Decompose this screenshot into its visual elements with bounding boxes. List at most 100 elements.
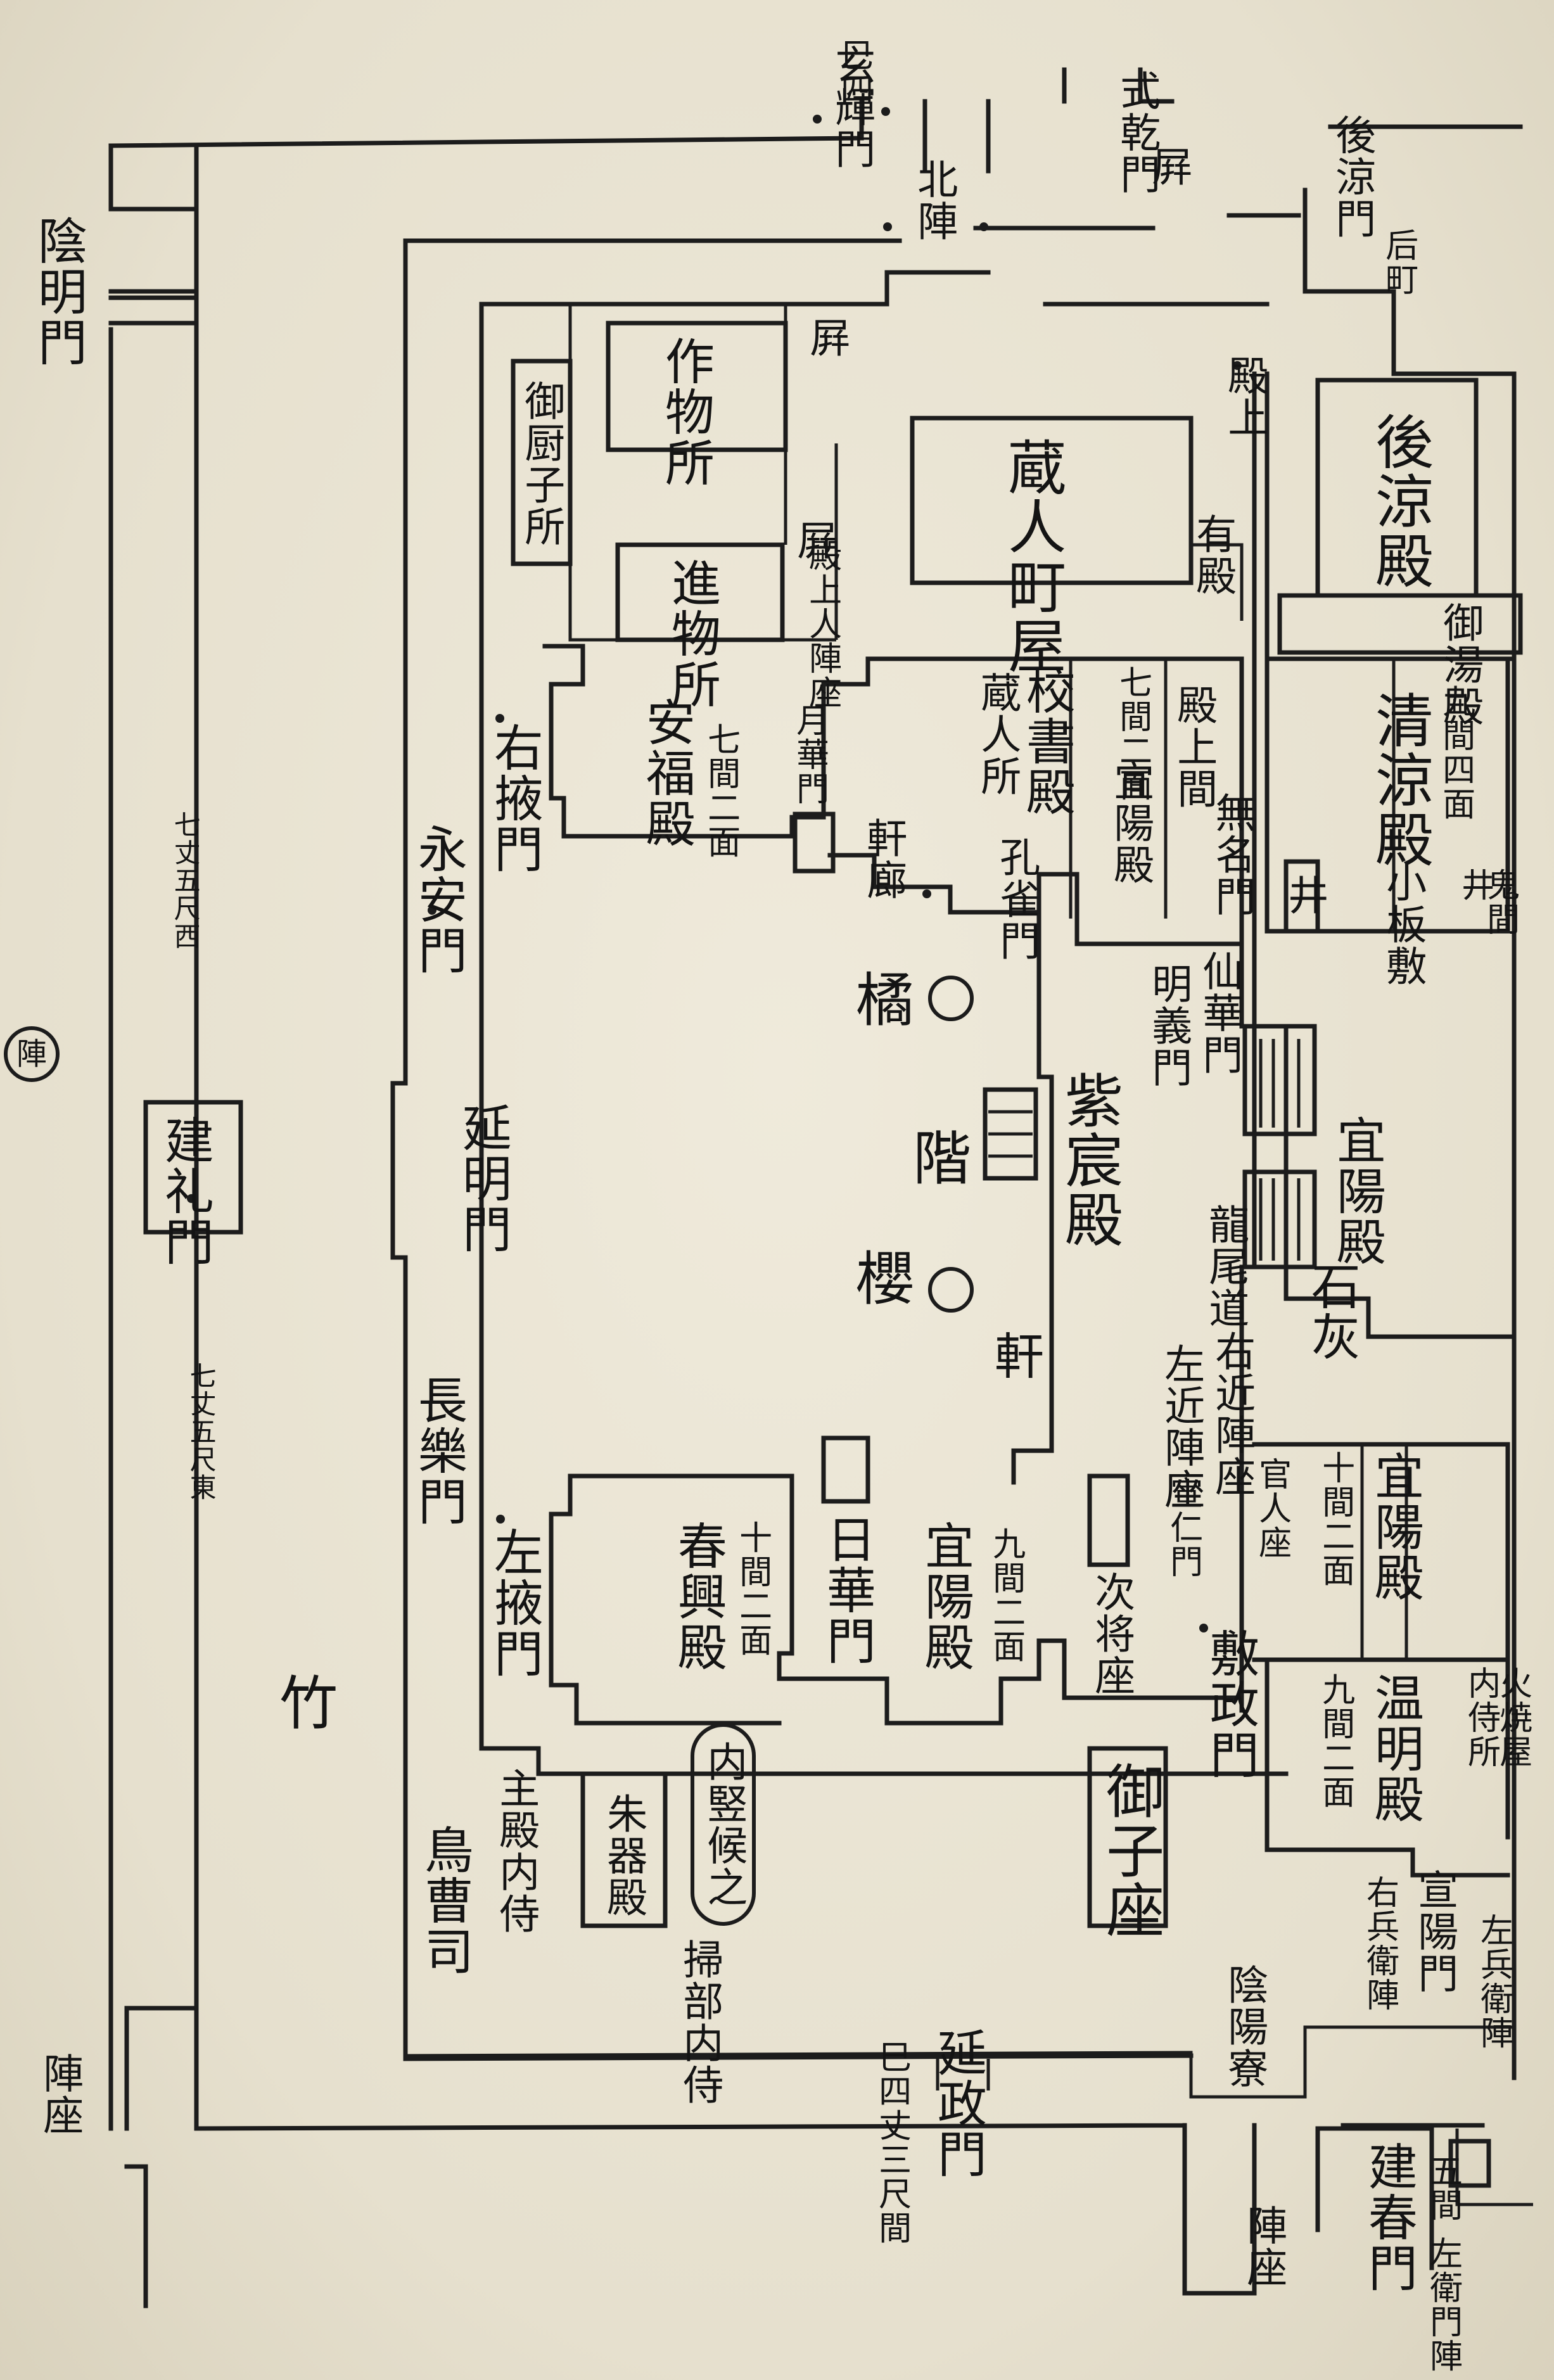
eian-gate-label: 永安門 <box>409 824 467 976</box>
inmei-gate <box>108 295 199 326</box>
senyoden-inner <box>1360 1444 1408 1660</box>
east-stair-lines <box>1259 1039 1301 1261</box>
se-gate-block <box>1315 2126 1434 2270</box>
choraku-gate-label: 長樂門 <box>409 1375 467 1527</box>
ukon-jinza-label: 右近陣座 <box>1208 1330 1256 1498</box>
keiga-gate-label: 孔雀門 <box>993 836 1040 962</box>
senyo-gate-label: 宣陽門 <box>1411 1869 1458 1994</box>
tenjonoma-label: 殿上間 <box>1170 684 1218 810</box>
byobu-label-2: 屛 <box>790 519 838 561</box>
nokiba-label: 軒廊 <box>860 817 907 901</box>
inner-wall-south <box>405 2025 1514 2099</box>
sakura-label: 櫻 <box>846 1248 914 1308</box>
ido-label: 井 <box>1281 874 1328 916</box>
kurodo-machiya-note: 殿上人陣座 <box>803 538 841 710</box>
kansho-label: 官人座 <box>1252 1457 1291 1560</box>
seiryoden-outline <box>1264 371 1517 934</box>
naiji-label: 陰陽寮 <box>1221 1964 1268 2089</box>
kokiden-label: 後涼殿 <box>1365 412 1434 590</box>
ryuen-label: 龍尾道 <box>1202 1204 1249 1329</box>
inmei-gate-label: 陰明門 <box>29 215 87 367</box>
ido-note: 井 <box>1455 868 1494 902</box>
anpukuden-note: 七間二面 <box>701 722 740 859</box>
inner-wall-north <box>403 213 1301 243</box>
onmeiden-note: 九間二面 <box>1316 1672 1354 1809</box>
outer-wall-west <box>108 143 199 2131</box>
ensei-gate <box>936 2059 990 2090</box>
shunkoden-label: 春興殿 <box>669 1520 727 1672</box>
kokiden-wall <box>1315 378 1479 598</box>
sakura-ring <box>928 1267 974 1313</box>
shishinden-east <box>1239 941 1517 1339</box>
court-north <box>479 270 1270 307</box>
kotoden-label: 校書殿 <box>1017 665 1075 817</box>
east-stair-2 <box>1242 1169 1317 1270</box>
gekka-gate-box <box>793 811 836 874</box>
anpukuden-label: 安福殿 <box>637 697 695 849</box>
sakon-jinza-note: 宣仁門 <box>1164 1476 1202 1579</box>
kaidan-steps <box>988 1110 1033 1158</box>
marker-dot <box>883 222 892 231</box>
inner-wall-west <box>390 238 1194 2061</box>
ushori-gate-label: 右掖門 <box>485 722 543 874</box>
tachibana-ring <box>928 976 974 1021</box>
sakuhyoe-label: 左兵衛陣 <box>1474 1913 1513 2050</box>
marker-dot <box>428 906 436 915</box>
sw-gate-block <box>124 2006 199 2308</box>
seiryoden-label: 清涼殿 <box>1365 690 1434 869</box>
tachibana-label: 橘 <box>846 969 914 1029</box>
outer-wall-south <box>194 2123 1485 2296</box>
se-jinza-label: 陣座 <box>1240 2205 1287 2288</box>
naigei-label: 内竪候之 <box>691 1723 756 1926</box>
sw-jinza-label: 陣座 <box>36 2052 84 2136</box>
kaidan-box <box>983 1087 1038 1181</box>
kurodo-machiya-label: 蔵人町屋 <box>998 437 1066 675</box>
shuden-naiji-label: 主殿内侍 <box>492 1767 540 1935</box>
senyoden-outline <box>1252 1442 1510 1878</box>
chin-circle-mark: 陣 <box>4 1026 60 1082</box>
shukiden-label: 朱器殿 <box>600 1793 647 1918</box>
marker-dot <box>495 714 504 723</box>
marker-dot <box>813 115 822 124</box>
ushiro-gate-label: 後涼門 <box>1328 114 1376 239</box>
gekkyo-label: 宜陽殿 <box>1366 1451 1423 1603</box>
kaidan-label: 階 <box>903 1128 971 1187</box>
onmeiden-label: 温明殿 <box>1366 1672 1423 1824</box>
nikka-gate-box <box>821 1435 870 1504</box>
kiritsubo-label: 有殿 <box>1189 513 1237 597</box>
zushodokoro-label: 御厨子所 <box>518 380 565 547</box>
kitano-jin-label: 北陣 <box>910 158 958 242</box>
kogo-label: 后町 <box>1379 228 1418 296</box>
onyudono-box <box>1277 593 1523 655</box>
senyo-label: 宜陽殿 <box>1328 1115 1385 1267</box>
gosho-label: 御子座 <box>1096 1761 1164 1940</box>
meigi-gate-label: 明義門 <box>1145 963 1192 1088</box>
ensei-gate-label: 延政門 <box>929 2027 986 2179</box>
marker-dot <box>496 1515 505 1524</box>
hitaki-label: 火焼屋 <box>1493 1666 1532 1769</box>
jijuza-label: 次将座 <box>1088 1571 1135 1696</box>
marker-dot <box>922 889 931 898</box>
choraku-gate-note: 七丈五尺東 <box>186 1362 217 1501</box>
outer-wall-north <box>108 67 1523 174</box>
kentai-label: 内侍所 <box>1462 1666 1500 1769</box>
genki-gate-label: 玄輝門 <box>828 44 876 170</box>
kurodo-partition <box>1191 543 1244 621</box>
kenrei-gate-label: 建礼門 <box>156 1115 213 1267</box>
seiryoden-note: 九間四面 <box>1436 684 1475 821</box>
kyoga-gate-label: 敷政門 <box>1201 1628 1259 1780</box>
sakumotsu-partitions <box>568 304 838 642</box>
kamon-label: 掃部内侍 <box>676 1938 723 2106</box>
kotoden-inner <box>1069 659 1168 919</box>
marker-dot <box>1199 1624 1208 1632</box>
kenshun-partition <box>1455 2129 1533 2206</box>
kurodo-dokoro-label: 蔵人所 <box>974 671 1021 797</box>
gosho-box <box>1087 1746 1168 1928</box>
shunkoden-outline <box>568 1473 1238 1726</box>
jijuza-box <box>1087 1473 1130 1567</box>
kenshun-gate-label: 建春門 <box>1360 2141 1417 2293</box>
shikiden-label: 式乾門 <box>1113 70 1161 195</box>
toriso-label: 鳥曹司 <box>416 1824 473 1976</box>
